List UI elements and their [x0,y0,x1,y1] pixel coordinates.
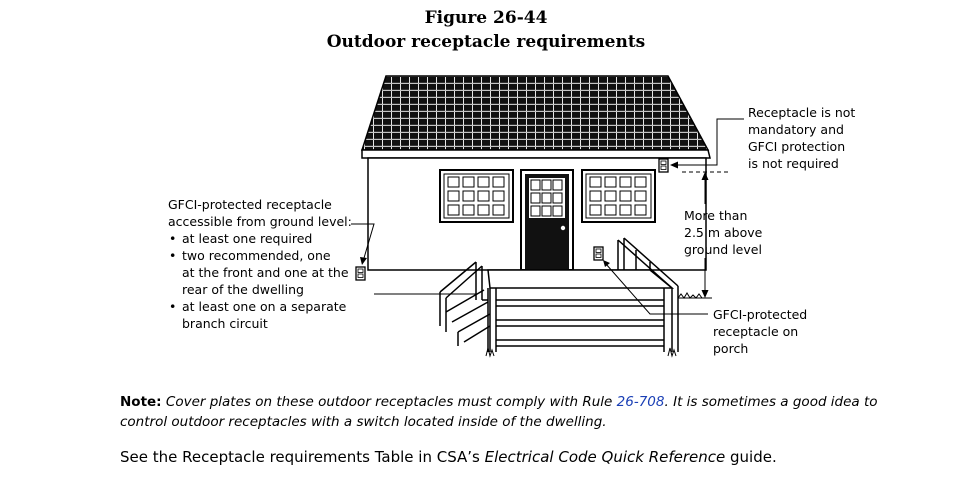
note-paragraph: Note: Cover plates on these outdoor rece… [120,392,900,432]
label-height: More than 2.5 m above ground level [684,208,763,257]
rule-link[interactable]: 26-708 [616,394,665,410]
reference-prefix: See the Receptacle requirements Table in… [120,448,480,466]
figure-caption: Outdoor receptacle requirements [326,32,646,52]
list-item: at least one on a separate branch circui… [169,298,352,332]
note-text: Cover plates on these outdoor receptacle… [165,394,613,410]
label-top-right: Receptacle is not mandatory and GFCI pro… [748,105,856,171]
requirements-list: at least one required two recommended, o… [168,230,352,332]
roof [360,75,711,159]
porch-railing [617,237,679,352]
label-porch-receptacle: GFCI-protected receptacle on porch [713,307,808,356]
reference-suffix: guide. [730,448,777,466]
porch-receptacle-icon [593,246,604,261]
left-window [439,169,514,223]
porch-deck [487,269,675,352]
reference-line: See the Receptacle requirements Table in… [120,446,920,468]
note-text-continued: . It is sometimes a good idea to control… [120,394,878,430]
label-ground-receptacle: GFCI-protected receptacle accessible fro… [168,196,352,332]
house-diagram [351,75,744,358]
figure-number: Figure 26-44 [424,8,548,28]
porch-stairs [439,261,491,352]
grass [485,292,712,358]
note-lead: Note: [120,394,162,410]
annotation-lines [351,118,744,315]
reference-title: Electrical Code Quick Reference [484,448,726,466]
front-door [520,169,574,271]
list-item: two recommended, one at the front and on… [169,247,352,298]
roof-receptacle-icon [658,158,669,173]
list-item: at least one required [169,230,352,247]
ground-receptacle-icon [355,266,366,281]
right-window [581,169,656,223]
